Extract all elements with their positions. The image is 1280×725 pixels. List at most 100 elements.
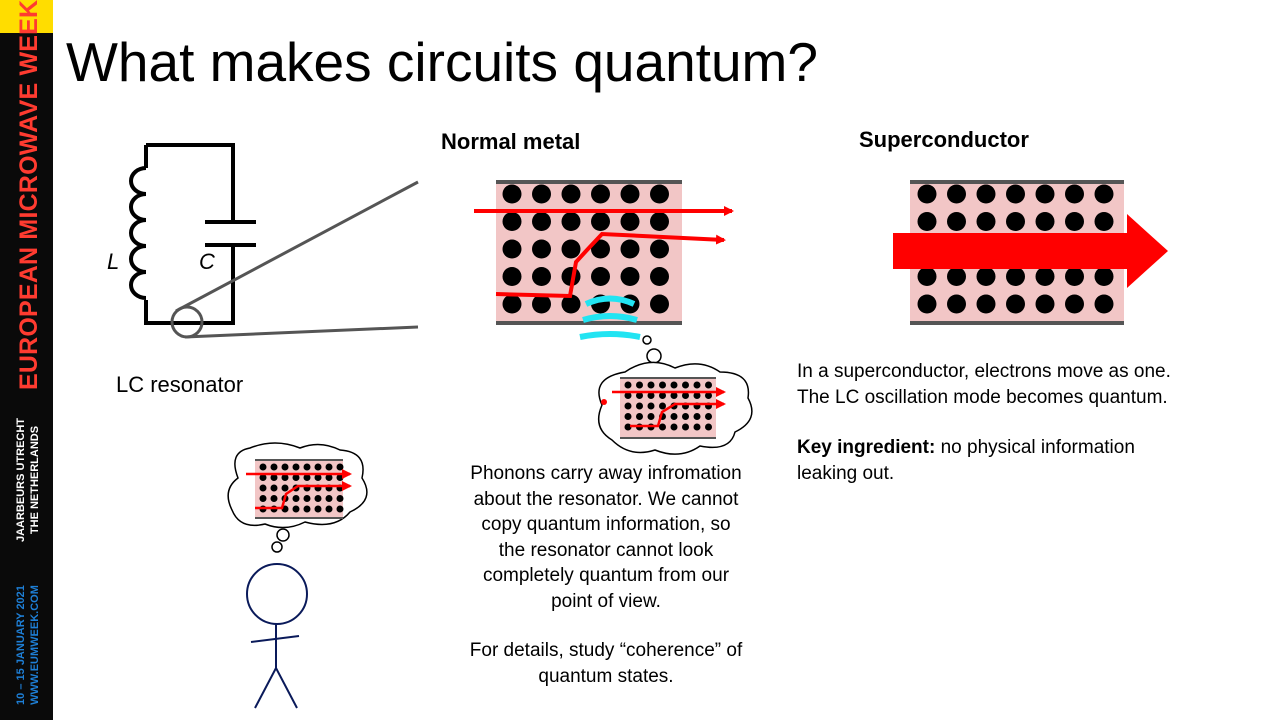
atom	[636, 413, 643, 420]
atom	[947, 212, 966, 231]
atom	[1035, 184, 1055, 204]
atom	[705, 423, 712, 431]
atom	[636, 392, 643, 399]
atom	[1035, 267, 1055, 286]
atom	[1094, 294, 1114, 314]
atom	[647, 381, 655, 389]
atom	[650, 267, 669, 286]
atom	[532, 267, 551, 286]
slide-title: What makes circuits quantum?	[66, 31, 818, 93]
atom	[336, 495, 344, 502]
atom	[670, 423, 678, 431]
atom	[976, 184, 996, 204]
atom	[314, 505, 322, 513]
atom	[325, 495, 333, 502]
atom	[1035, 212, 1055, 231]
atom	[620, 267, 640, 286]
normal-metal-line: point of view.	[551, 590, 661, 612]
atom	[650, 212, 669, 231]
atom	[325, 474, 333, 481]
circuit-wire-bottom	[144, 245, 235, 325]
atom	[561, 184, 581, 204]
atom	[917, 184, 937, 204]
atom	[650, 239, 669, 259]
normal-metal-line: about the resonator. We cannot	[473, 488, 739, 510]
atom	[693, 381, 701, 389]
atom	[314, 474, 322, 481]
atom	[1006, 294, 1025, 314]
atom	[292, 495, 300, 502]
atom	[270, 484, 278, 492]
atom	[693, 392, 701, 399]
atom	[1094, 184, 1114, 204]
atom	[1035, 294, 1055, 314]
superconductor-line: The LC oscillation mode becomes quantum.	[797, 386, 1168, 408]
atom	[325, 505, 333, 513]
atom	[1065, 212, 1084, 231]
atom	[314, 495, 322, 502]
atom	[259, 495, 267, 502]
superconductor-heading: Superconductor	[859, 127, 1029, 152]
atom	[1094, 212, 1114, 231]
atom	[624, 381, 632, 389]
atom	[502, 294, 522, 314]
key-ingredient-line2: leaking out.	[797, 462, 895, 484]
atom	[624, 402, 632, 410]
atom	[693, 413, 701, 420]
inductor-coil	[129, 166, 147, 300]
sidebar-accent-block	[0, 0, 53, 33]
normal-metal-line: completely quantum from our	[482, 565, 730, 586]
atom	[259, 474, 267, 481]
atom	[976, 267, 996, 286]
atom	[1094, 267, 1114, 286]
atom	[270, 495, 278, 502]
atom	[1006, 184, 1025, 204]
supercurrent-arrow	[893, 214, 1168, 288]
atom	[281, 463, 289, 471]
stick-figure	[246, 563, 308, 709]
atom	[325, 463, 333, 471]
atom	[659, 423, 666, 431]
atom	[502, 239, 522, 259]
atom	[502, 212, 522, 231]
atom	[947, 294, 966, 314]
inductor-label: L	[107, 249, 120, 274]
atom	[682, 381, 689, 389]
normal-metal-line: the resonator cannot look	[498, 539, 714, 561]
atom	[917, 267, 937, 286]
atom	[647, 402, 655, 410]
atom	[336, 463, 344, 471]
superconductor-lattice	[893, 180, 1168, 325]
atom	[292, 505, 300, 513]
stick-figure-arms	[250, 635, 300, 643]
phonon-thought-lattice	[601, 377, 726, 439]
atom	[259, 463, 267, 471]
atom	[1065, 294, 1084, 314]
normal-metal-heading: Normal metal	[441, 129, 581, 154]
atom	[532, 212, 551, 231]
atom	[693, 423, 701, 431]
key-ingredient: Key ingredient: no physical information …	[797, 435, 1257, 486]
atom	[561, 212, 581, 231]
atom	[259, 484, 267, 492]
atom	[561, 294, 581, 314]
atom	[624, 413, 632, 420]
atom	[636, 381, 643, 389]
atom	[624, 392, 632, 399]
atom	[647, 413, 655, 420]
atom	[591, 239, 610, 259]
superconductor-explanation: In a superconductor, electrons move as o…	[797, 359, 1257, 410]
atom	[532, 184, 551, 204]
capacitor-label: C	[199, 249, 215, 274]
atom	[624, 423, 632, 431]
zoom-line-top	[175, 180, 419, 313]
atom	[947, 267, 966, 286]
atom	[636, 402, 643, 410]
atom	[682, 413, 689, 420]
stick-figure-legs	[254, 665, 298, 709]
phonon-waves	[579, 295, 641, 340]
atom	[270, 463, 278, 471]
atom	[336, 474, 344, 481]
atom	[976, 294, 996, 314]
